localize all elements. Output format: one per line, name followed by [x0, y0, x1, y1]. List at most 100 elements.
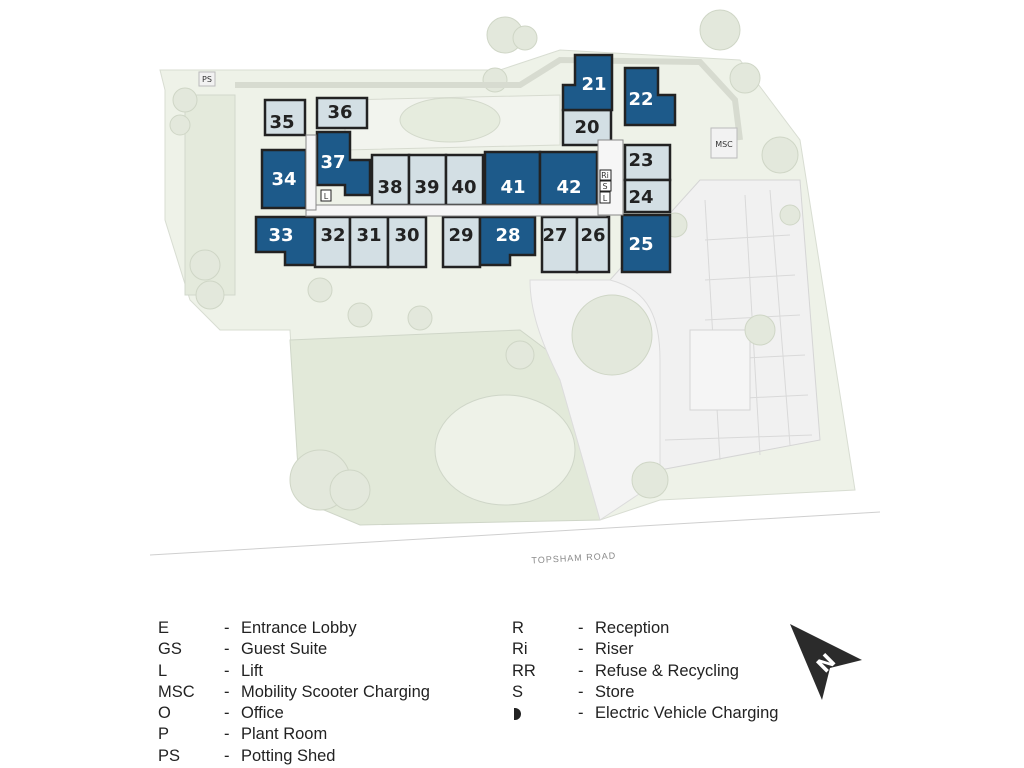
unit-label-39: 39 [414, 177, 439, 198]
unit-25 [620, 213, 672, 274]
msc-label: MSC [715, 140, 733, 149]
unit-label-22: 22 [628, 89, 653, 110]
legend-row-potting-shed: PS-Potting Shed [158, 746, 518, 767]
legend-code: O [158, 704, 171, 723]
unit-42 [538, 150, 599, 207]
ps-label: PS [202, 75, 212, 84]
legend-desc: Store [595, 682, 635, 701]
lift-2-box [599, 191, 611, 204]
legend-row-refuse: RR -Refuse & Recycling [512, 661, 832, 682]
unit-label-21: 21 [581, 74, 606, 95]
legend-dash: - [224, 682, 230, 701]
legend-row-reception: R-Reception [512, 618, 832, 639]
legend-desc: Entrance Lobby [241, 619, 357, 637]
road-edge-north [149, 511, 881, 556]
unit-label-23: 23 [628, 150, 653, 171]
legend-desc: Lift [241, 661, 264, 680]
legend-desc: Office [241, 704, 284, 723]
unit-label-34: 34 [271, 169, 296, 190]
legend-dash: - [578, 682, 584, 701]
unit-label-29: 29 [448, 225, 473, 246]
legend-code: L [158, 661, 168, 680]
legend-code: P [158, 725, 170, 744]
legend-desc: Reception [595, 619, 670, 637]
site-plan-map: 35 36 34 37 38 39 40 41 42 21 22 20 23 2… [149, 9, 881, 566]
unit-label-26: 26 [580, 225, 605, 246]
lift-1-label: L [324, 192, 329, 201]
unit-26 [575, 215, 611, 274]
legend-code: PS [158, 746, 181, 765]
legend-dash: - [578, 661, 584, 680]
trees [169, 9, 801, 511]
legend-row-lift: L-Lift [158, 661, 518, 682]
unit-blocks [254, 53, 677, 274]
riser-label: Ri [601, 171, 609, 180]
legend-code: R [512, 619, 524, 637]
legend-code: S [512, 682, 524, 701]
unit-label-24: 24 [628, 187, 653, 208]
unit-label-20: 20 [574, 117, 599, 138]
legend-code: GS [158, 640, 182, 659]
unit-35 [263, 98, 307, 137]
footpath [235, 56, 743, 141]
legend-desc: Refuse & Recycling [595, 661, 739, 680]
legend-code: RR [512, 661, 536, 680]
legend-desc: Riser [595, 640, 634, 659]
ev-charging-icon [514, 707, 521, 720]
unit-38 [370, 153, 411, 207]
unit-label-37: 37 [320, 152, 345, 173]
potting-shed [198, 71, 216, 87]
legend-desc: Mobility Scooter Charging [241, 682, 430, 701]
riser-box [599, 169, 612, 181]
legend-right: R-Reception Ri-Riser RR-Refuse & Recycli… [512, 618, 832, 724]
legend-row-entrance: E -Entrance Lobby [158, 618, 518, 639]
legend-left: E-Entrance Lobby GS-Guest Suite L-Lift M… [158, 618, 518, 767]
unit-label-42: 42 [556, 177, 581, 198]
north-arrow-icon: N [790, 624, 862, 700]
legend-row-msc: MSC -Mobility Scooter Charging [158, 682, 518, 703]
north-arrow-shape [790, 624, 862, 700]
legend-code: Ri [512, 640, 528, 659]
legend-dash: - [224, 725, 230, 744]
legend-dash: - [578, 704, 584, 723]
unit-label-38: 38 [377, 177, 402, 198]
legend-code: MSC [158, 682, 195, 701]
unit-label-40: 40 [451, 177, 476, 198]
legend-row-store: S -Store [512, 682, 832, 703]
unit-37 [315, 130, 372, 197]
unit-21 [561, 53, 614, 112]
store-label: S [602, 182, 607, 191]
unit-22 [623, 66, 677, 127]
unit-36 [315, 96, 369, 130]
unit-34 [260, 148, 308, 210]
legend-desc: Guest Suite [241, 640, 328, 659]
legend-dash: - [224, 619, 230, 637]
unit-32 [313, 215, 352, 269]
courtyard-lawn [399, 97, 501, 143]
legend-dash: - [224, 704, 230, 723]
unit-41 [483, 150, 542, 207]
legend-row-riser: Ri-Riser [512, 639, 832, 660]
lift-1-box [320, 189, 332, 202]
unit-28 [478, 215, 537, 267]
unit-labels: 35 36 34 37 38 39 40 41 42 21 22 20 23 2… [268, 74, 653, 255]
unit-label-27: 27 [542, 225, 567, 246]
lawn-feature [434, 394, 576, 506]
unit-20 [561, 108, 613, 147]
legend-row-office: O -Office [158, 703, 518, 724]
legend-row-ev-charging: -Electric Vehicle Charging [512, 703, 832, 724]
legend-row-plant-room: P -Plant Room [158, 724, 518, 745]
legend-code: E [158, 619, 170, 637]
road-label: TOPSHAM ROAD [531, 550, 616, 565]
unit-label-33: 33 [268, 225, 293, 246]
lift-2-label: L [603, 194, 608, 203]
unit-label-30: 30 [394, 225, 419, 246]
legend-code [512, 703, 521, 724]
store-box [599, 180, 612, 192]
unit-label-35: 35 [269, 112, 294, 133]
parking-island [689, 329, 751, 411]
legend-dash: - [224, 746, 230, 765]
legend-desc: Plant Room [241, 725, 328, 744]
unit-24 [623, 178, 672, 214]
unit-label-25: 25 [628, 234, 653, 255]
